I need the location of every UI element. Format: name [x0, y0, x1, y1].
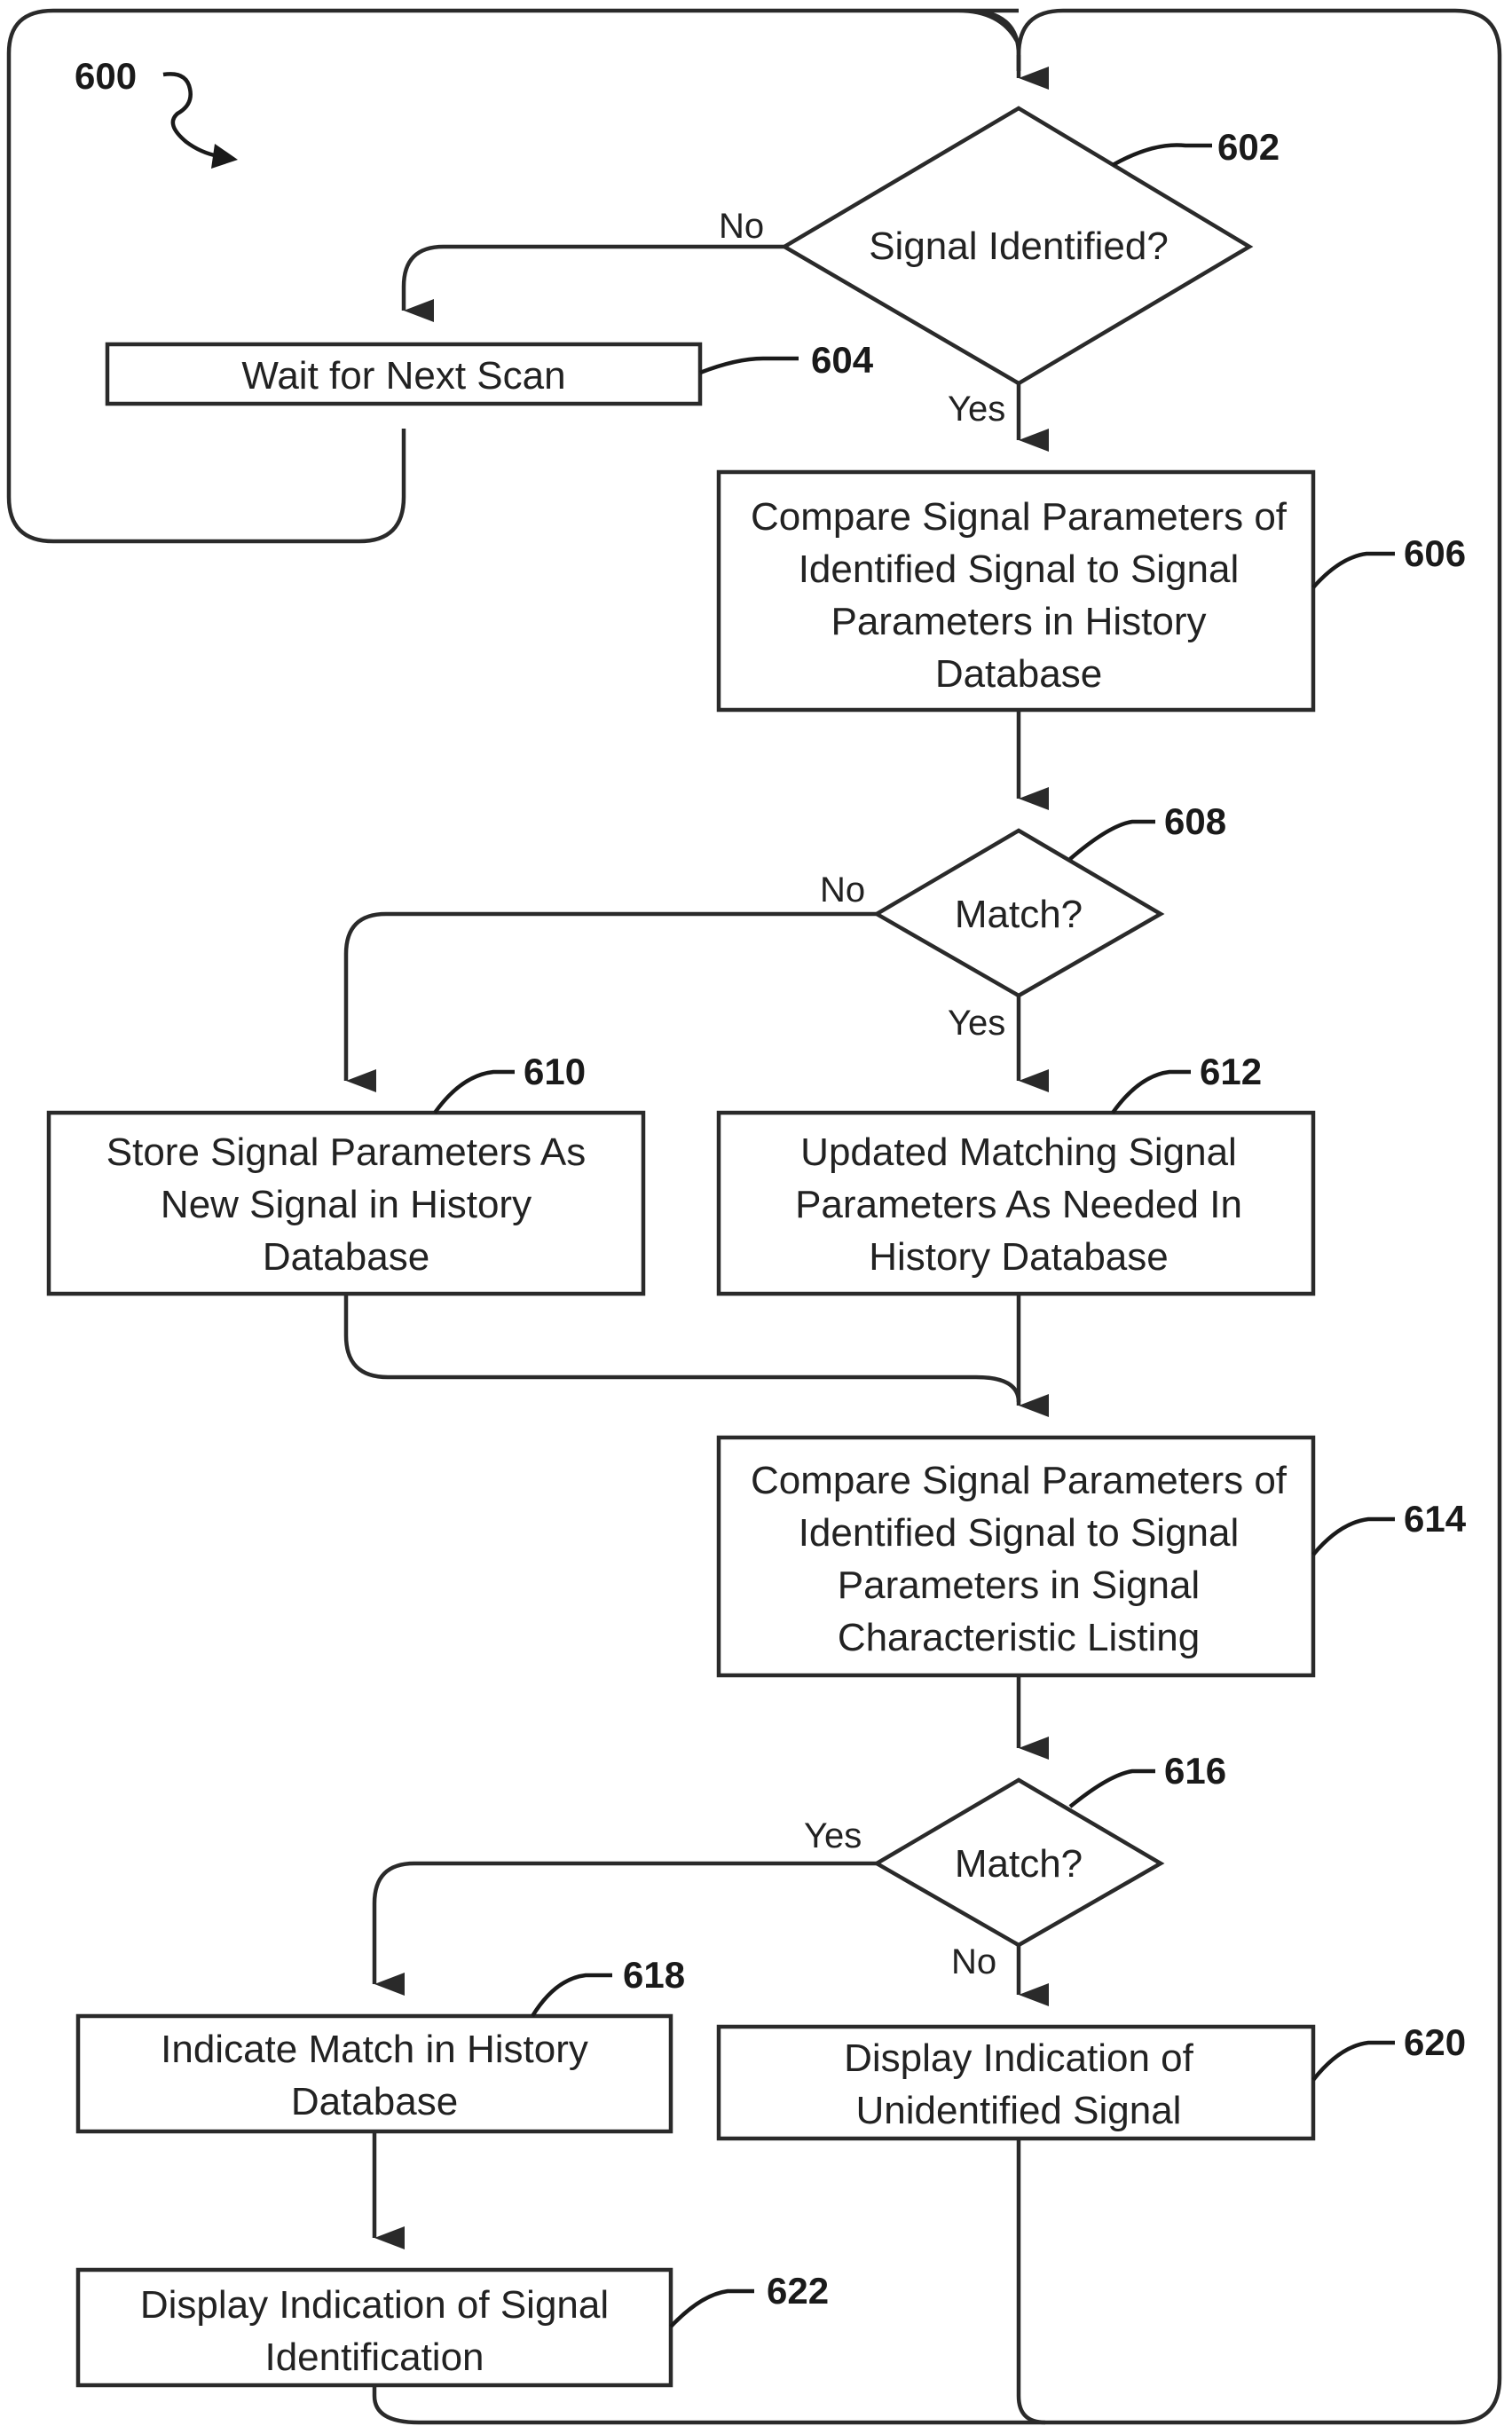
svg-text:Database: Database — [263, 1235, 429, 1279]
svg-text:Indicate Match in History: Indicate Match in History — [161, 2028, 588, 2071]
process-604 — [105, 342, 703, 406]
process-610 — [46, 1110, 646, 1296]
svg-text:Identification: Identification — [264, 2336, 484, 2379]
process-612-label: Updated Matching Signal Parameters As Ne… — [795, 1130, 1242, 1279]
connector-620-to-loop — [1016, 2137, 1046, 2425]
decision-608-label: Match? — [955, 893, 1083, 936]
process-612 — [716, 1110, 1316, 1296]
svg-text:New Signal in History: New Signal in History — [161, 1183, 532, 1226]
svg-text:Compare Signal Parameters of: Compare Signal Parameters of — [751, 495, 1288, 539]
figure-ref-squiggle — [162, 72, 219, 159]
process-614-label: Compare Signal Parameters of Identified … — [751, 1459, 1288, 1659]
svg-text:612: 612 — [1200, 1051, 1262, 1092]
svg-text:622: 622 — [767, 2270, 829, 2312]
figure-ref-arrowhead — [211, 144, 238, 169]
ref-618: 618 — [531, 1954, 685, 2018]
process-606 — [716, 469, 1316, 713]
svg-text:616: 616 — [1164, 1750, 1226, 1792]
svg-text:Identified Signal to Signal: Identified Signal to Signal — [799, 1511, 1240, 1555]
svg-text:Compare Signal Parameters of: Compare Signal Parameters of — [751, 1459, 1288, 1502]
process-618 — [75, 2013, 673, 2134]
svg-text:614: 614 — [1404, 1498, 1467, 1540]
edge-label-602-no: No — [719, 207, 764, 246]
svg-text:Display Indication of: Display Indication of — [844, 2036, 1194, 2080]
connector-608-no — [343, 911, 877, 1092]
ref-606: 606 — [1311, 532, 1466, 589]
svg-text:History Database: History Database — [869, 1235, 1168, 1279]
svg-text:Unidentified Signal: Unidentified Signal — [856, 2089, 1182, 2132]
svg-text:Database: Database — [935, 652, 1102, 696]
connector-outer-left-loop — [6, 8, 1021, 544]
ref-616: 616 — [1068, 1750, 1226, 1808]
decision-602-label: Signal Identified? — [869, 224, 1169, 268]
process-614 — [716, 1435, 1316, 1678]
process-610-label: Store Signal Parameters As New Signal in… — [106, 1130, 586, 1279]
process-622-label: Display Indication of Signal Identificat… — [140, 2283, 609, 2379]
figure-ref-600: 600 — [75, 55, 137, 97]
process-618-label: Indicate Match in History Database — [161, 2028, 588, 2123]
connector-616-yes — [372, 1861, 877, 1996]
svg-text:620: 620 — [1404, 2021, 1466, 2063]
svg-text:Display Indication of Signal: Display Indication of Signal — [140, 2283, 609, 2327]
connector-610-614 — [343, 1294, 1021, 1403]
edge-label-616-no: No — [951, 1942, 996, 1981]
svg-text:Database: Database — [291, 2080, 458, 2123]
edge-label-608-no: No — [820, 870, 865, 910]
svg-text:Parameters As Needed In: Parameters As Needed In — [795, 1183, 1242, 1226]
decision-616-label: Match? — [955, 1842, 1083, 1886]
process-604-label: Wait for Next Scan — [241, 354, 565, 398]
svg-text:Parameters in History: Parameters in History — [831, 600, 1206, 643]
svg-text:610: 610 — [524, 1051, 586, 1092]
svg-text:602: 602 — [1217, 126, 1280, 168]
connector-602-no — [401, 244, 784, 322]
svg-text:606: 606 — [1404, 532, 1466, 574]
process-620 — [716, 2024, 1316, 2141]
svg-text:618: 618 — [623, 1954, 685, 1996]
edge-label-602-yes: Yes — [948, 390, 1005, 429]
svg-text:Characteristic Listing: Characteristic Listing — [838, 1616, 1200, 1659]
connector-outer-right-loop — [372, 8, 1502, 2425]
edge-label-616-yes: Yes — [804, 1816, 862, 1855]
svg-text:604: 604 — [811, 339, 874, 381]
edge-label-608-yes: Yes — [948, 1004, 1005, 1043]
ref-622: 622 — [669, 2270, 829, 2328]
ref-612: 612 — [1111, 1051, 1262, 1115]
ref-608: 608 — [1068, 800, 1226, 861]
process-620-label: Display Indication of Unidentified Signa… — [844, 2036, 1194, 2132]
svg-text:Identified Signal to Signal: Identified Signal to Signal — [799, 547, 1240, 591]
svg-text:608: 608 — [1164, 800, 1226, 842]
ref-604: 604 — [699, 339, 874, 381]
process-606-label: Compare Signal Parameters of Identified … — [751, 495, 1288, 696]
process-622 — [75, 2267, 673, 2388]
svg-text:Store Signal Parameters As: Store Signal Parameters As — [106, 1130, 586, 1174]
ref-614: 614 — [1311, 1498, 1467, 1556]
svg-text:Parameters in Signal: Parameters in Signal — [838, 1564, 1200, 1607]
ref-610: 610 — [433, 1051, 586, 1115]
ref-620: 620 — [1311, 2021, 1466, 2082]
svg-text:Updated Matching Signal: Updated Matching Signal — [800, 1130, 1237, 1174]
ref-602: 602 — [1111, 126, 1280, 168]
